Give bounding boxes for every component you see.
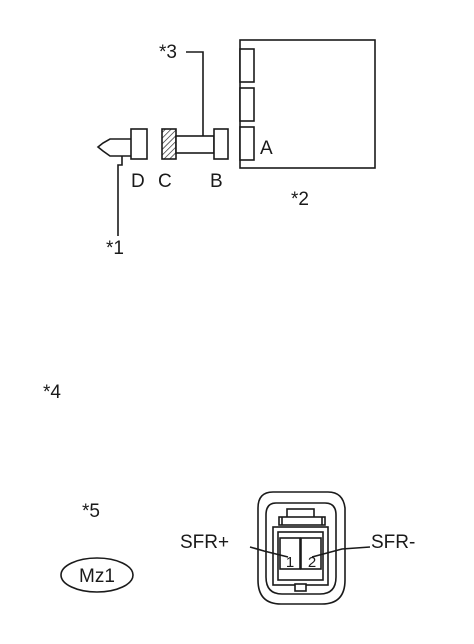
receptacle-a xyxy=(239,126,255,161)
receptacle-middle xyxy=(239,87,255,122)
connector-label-b: B xyxy=(210,171,223,192)
terminal-name-sfr-plus: SFR+ xyxy=(180,532,229,553)
sub-harness xyxy=(175,135,215,154)
callout-3: *3 xyxy=(159,42,177,63)
callout-4: *4 xyxy=(43,382,61,403)
callout-5: *5 xyxy=(82,501,100,522)
leader-1 xyxy=(117,156,123,236)
receptacle-upper xyxy=(239,48,255,83)
connector-label-d: D xyxy=(131,171,145,192)
component-box xyxy=(239,39,376,169)
connector-d xyxy=(130,128,148,160)
pin-1-number: 1 xyxy=(286,554,294,571)
connector-label-a: A xyxy=(260,138,273,159)
harness-assembly xyxy=(96,51,229,236)
leader-sfr-minus xyxy=(311,546,371,558)
leader-sfr-plus xyxy=(249,546,289,558)
terminal-name-sfr-minus: SFR- xyxy=(371,532,415,553)
pin-2-cavity xyxy=(300,537,322,570)
connector-front-view xyxy=(257,491,346,605)
wire-end-break xyxy=(96,138,131,157)
leader-3 xyxy=(186,51,204,136)
connector-code: Mz1 xyxy=(79,566,115,587)
connector-label-c: C xyxy=(158,171,172,192)
connector-c xyxy=(161,128,177,160)
connector-code-ellipse xyxy=(60,557,134,593)
callout-2: *2 xyxy=(291,189,309,210)
connector-b xyxy=(213,128,229,160)
pin-1-cavity xyxy=(279,537,301,570)
callout-1: *1 xyxy=(106,238,124,259)
pin-2-number: 2 xyxy=(308,554,316,571)
